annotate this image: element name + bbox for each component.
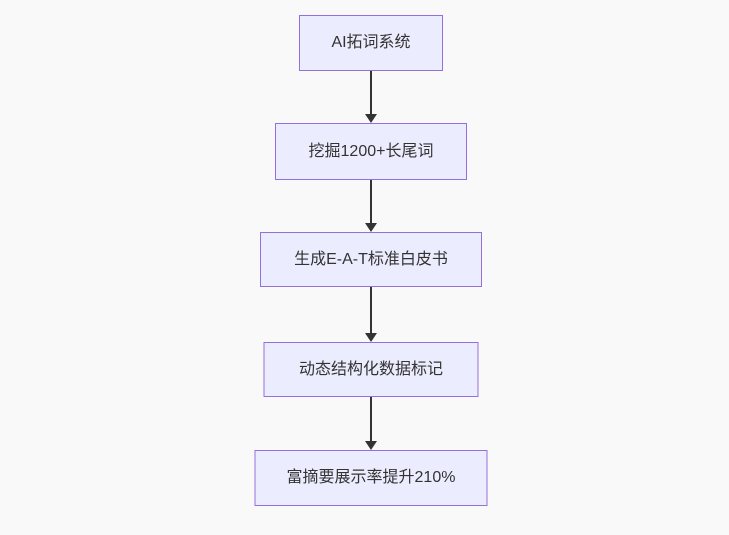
edge-line	[370, 287, 372, 336]
arrowhead-down-icon	[365, 333, 377, 342]
arrowhead-down-icon	[365, 441, 377, 450]
node-label: 挖掘1200+长尾词	[308, 142, 434, 160]
edge-4	[364, 397, 378, 450]
node-label: 生成E-A-T标准白皮书	[294, 250, 448, 268]
node-longtail-keyword-mining: 挖掘1200+长尾词	[275, 123, 467, 180]
edge-line	[370, 71, 372, 117]
arrowhead-down-icon	[365, 223, 377, 232]
node-label: 富摘要展示率提升210%	[286, 469, 456, 486]
node-eat-whitepaper-generation: 生成E-A-T标准白皮书	[260, 232, 482, 287]
node-ai-word-expansion-system: AI拓词系统	[299, 15, 443, 71]
edge-1	[364, 71, 378, 123]
node-dynamic-structured-data-markup: 动态结构化数据标记	[263, 342, 479, 397]
edge-2	[364, 180, 378, 232]
edge-3	[364, 287, 378, 342]
node-label: AI拓词系统	[331, 34, 411, 51]
node-label: 动态结构化数据标记	[298, 360, 443, 378]
edge-line	[370, 180, 372, 226]
edge-line	[370, 397, 372, 444]
node-rich-snippet-rate-increase: 富摘要展示率提升210%	[254, 450, 488, 506]
arrowhead-down-icon	[365, 114, 377, 123]
